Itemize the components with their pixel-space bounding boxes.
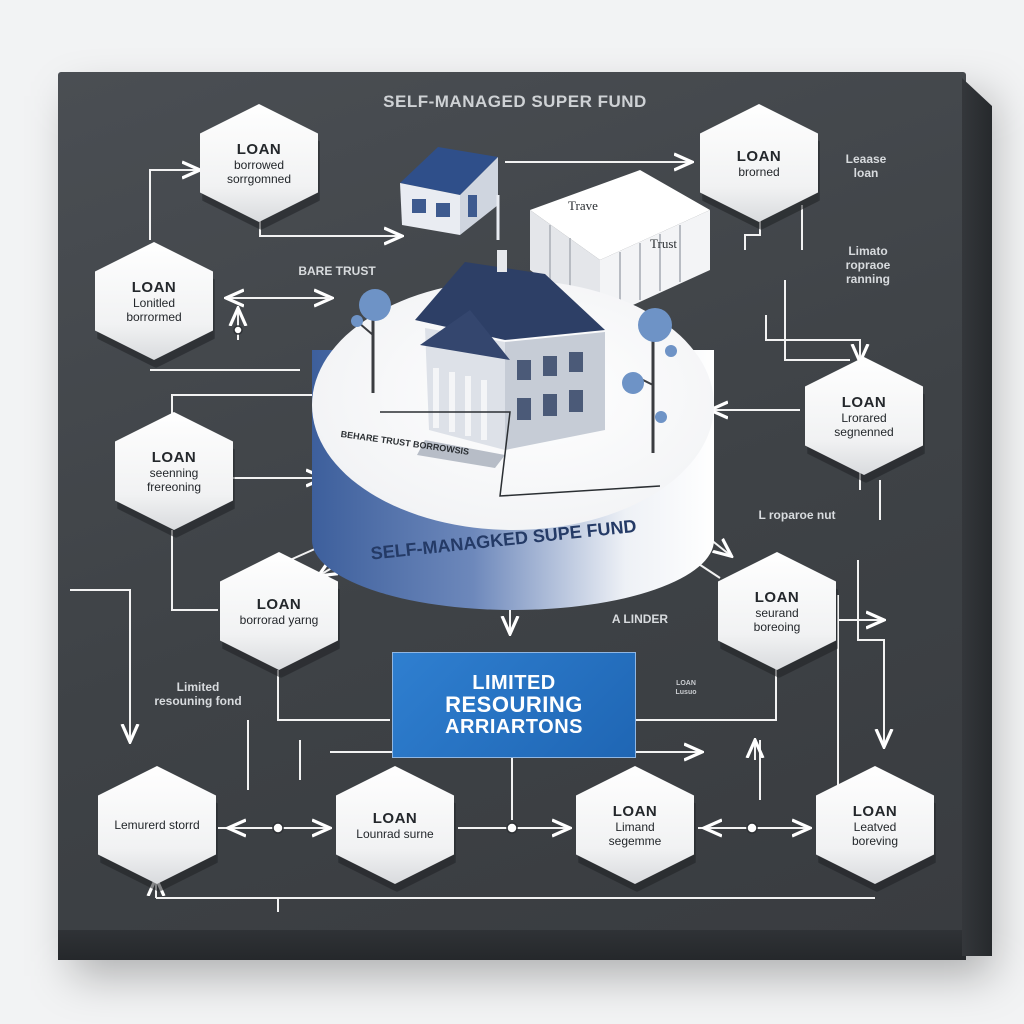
connector bbox=[149, 170, 198, 240]
node-subtitle: seenning frereoning bbox=[146, 465, 202, 494]
node-subtitle: Lemurerd storrd bbox=[114, 818, 200, 832]
board-front-edge bbox=[58, 930, 966, 960]
node-subtitle: Leatved boreving bbox=[851, 819, 899, 848]
label-bare-trust: BARE TRUST bbox=[298, 264, 376, 278]
loan-node-2: LOAN brorned bbox=[700, 104, 818, 222]
node-title: LOAN bbox=[131, 278, 177, 296]
loan-node-4: LOAN Lrorared segnenned bbox=[805, 357, 923, 475]
node-title: LOAN bbox=[754, 588, 800, 606]
node-title: LOAN bbox=[256, 595, 302, 613]
connector bbox=[259, 220, 400, 236]
tree-icon bbox=[351, 289, 391, 393]
junction-dot bbox=[272, 822, 284, 834]
connector bbox=[171, 394, 320, 420]
lra-line-2: RESOURING bbox=[445, 692, 583, 717]
loan-node-8: Lemurerd storrd bbox=[98, 766, 216, 884]
label-loan-small-sub: Lusuo bbox=[675, 689, 697, 696]
node-subtitle: Lrorared segnenned bbox=[834, 410, 894, 439]
tree-icon bbox=[622, 308, 677, 453]
label-a-linder: A LINDER bbox=[611, 612, 669, 626]
node-title: LOAN bbox=[841, 393, 887, 411]
trust-label-1: Trave bbox=[568, 198, 598, 213]
node-subtitle: Lonitled borrormed bbox=[126, 295, 182, 324]
board-side-edge bbox=[962, 78, 992, 956]
junction-dot bbox=[746, 822, 758, 834]
junction-dot bbox=[233, 325, 243, 335]
platform-path bbox=[380, 411, 661, 497]
mansion-icon bbox=[415, 250, 605, 468]
node-title: LOAN bbox=[236, 140, 282, 158]
label-loan-small: LOAN bbox=[676, 680, 696, 687]
connector bbox=[171, 530, 218, 611]
node-subtitle: seurand boreoing bbox=[753, 605, 801, 634]
node-title: LOAN bbox=[736, 147, 782, 165]
trust-label-2: Trust bbox=[650, 236, 677, 251]
connector bbox=[765, 315, 860, 360]
lra-line-3: ARRIARTONS bbox=[445, 716, 583, 738]
node-title: LOAN bbox=[372, 809, 418, 827]
loan-node-6: LOAN borrorad yarng bbox=[220, 552, 338, 670]
loan-node-9: LOAN Lounrad surne bbox=[336, 766, 454, 884]
junction-dot bbox=[506, 822, 518, 834]
lra-line-1: LIMITED bbox=[472, 672, 556, 694]
node-subtitle: Limand segemme bbox=[608, 819, 662, 848]
connector bbox=[277, 670, 390, 721]
loan-node-10: LOAN Limand segemme bbox=[576, 766, 694, 884]
loan-node-7: LOAN seurand boreoing bbox=[718, 552, 836, 670]
node-subtitle: borrorad yarng bbox=[239, 612, 319, 627]
label-limited-resouning-fond: Limited resouning fond bbox=[154, 680, 242, 708]
connector bbox=[70, 589, 130, 740]
label-lease-loan: Leaase loan bbox=[845, 152, 887, 180]
limited-recourse-box: LIMITED RESOURING ARRIARTONS bbox=[392, 652, 636, 758]
node-title: LOAN bbox=[852, 802, 898, 820]
connector bbox=[857, 560, 884, 745]
loan-node-11: LOAN Leatved boreving bbox=[816, 766, 934, 884]
diagram-title: SELF-MANAGED SUPER FUND bbox=[383, 92, 647, 111]
small-house-icon bbox=[400, 147, 500, 240]
node-subtitle: brorned bbox=[738, 164, 780, 179]
node-title: LOAN bbox=[151, 448, 197, 466]
label-limited-recourse: Limato ropraoe ranning bbox=[845, 244, 891, 286]
node-subtitle: borrowed sorrgomned bbox=[226, 157, 292, 186]
label-l-roparae-nut: L roparoe nut bbox=[758, 508, 836, 522]
node-title: LOAN bbox=[612, 802, 658, 820]
connector bbox=[784, 280, 850, 361]
node-subtitle: Lounrad surne bbox=[356, 826, 434, 841]
